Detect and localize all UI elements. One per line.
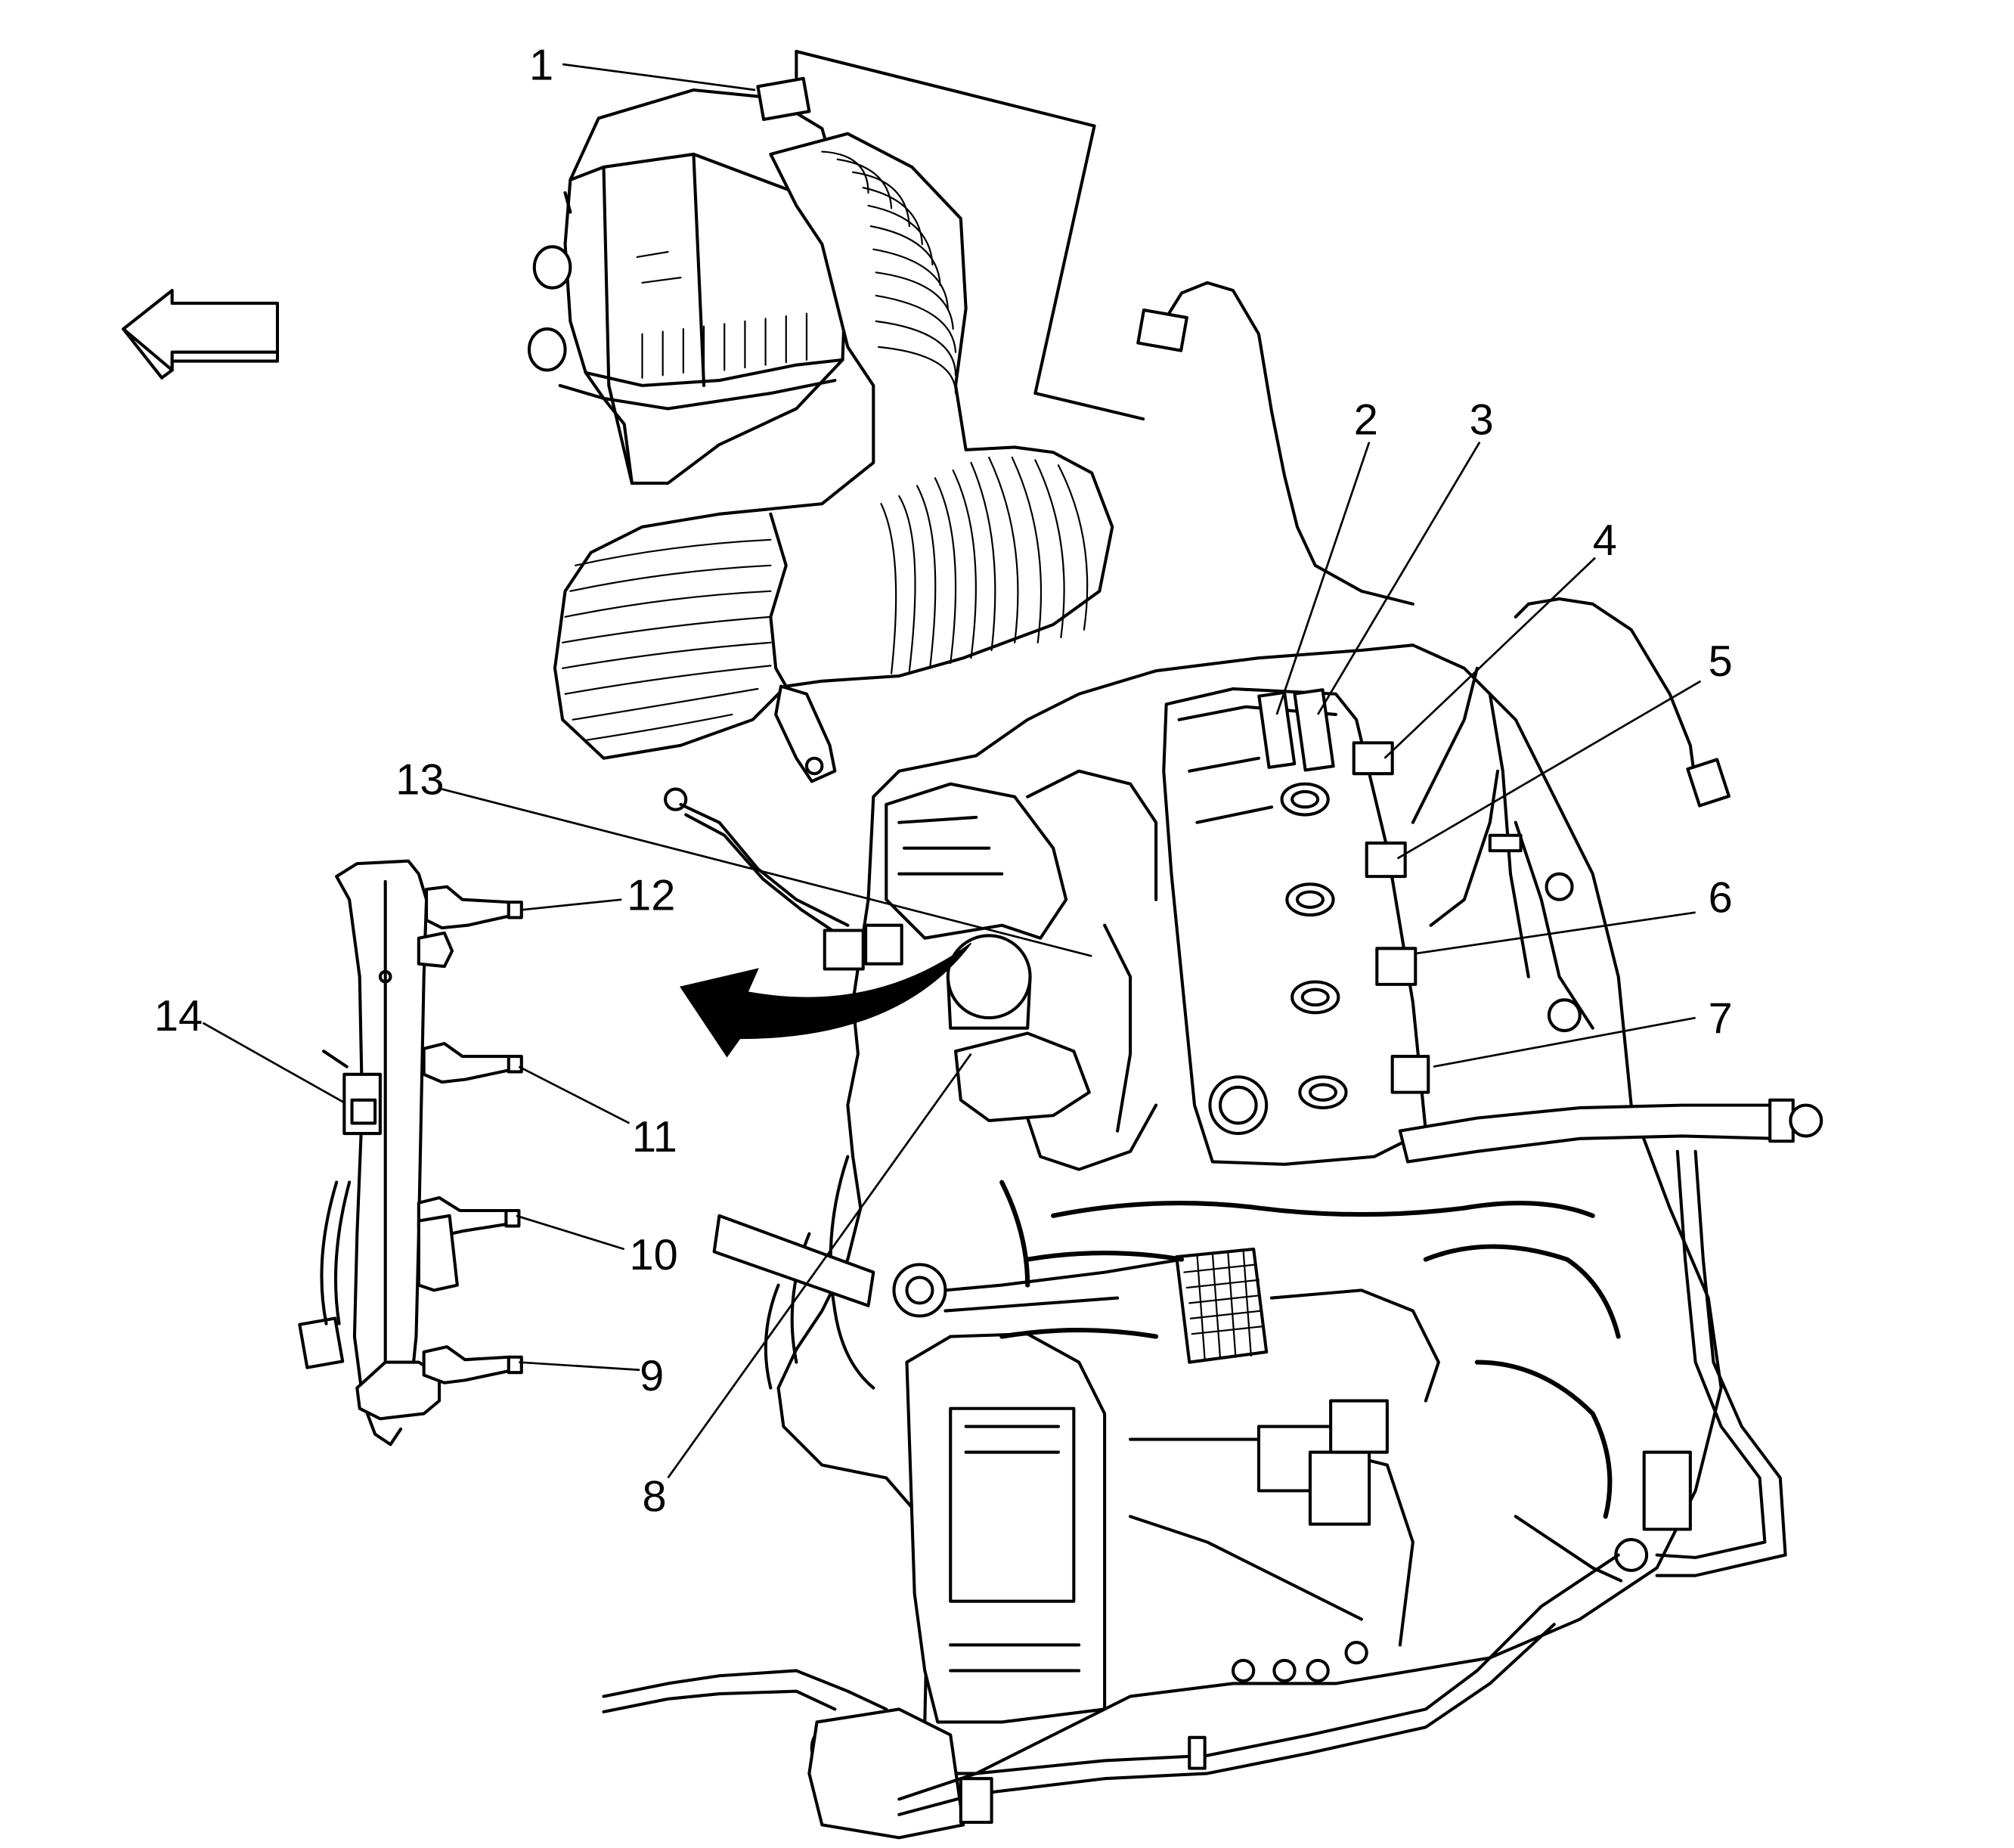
air-intake-duct — [553, 132, 1114, 783]
callout-14: 14 — [154, 992, 203, 1040]
callout-3: 3 — [1470, 395, 1494, 444]
sensor-connector-13 — [664, 787, 903, 971]
callout-13: 13 — [395, 755, 444, 804]
connector-bracket-1 — [756, 49, 1414, 606]
callout-2: 2 — [1354, 395, 1378, 444]
callout-11: 11 — [632, 1113, 677, 1161]
callout-10: 10 — [629, 1231, 677, 1279]
fuel-rail-assembly — [298, 859, 523, 1446]
callout-8: 8 — [642, 1473, 666, 1521]
callout-12: 12 — [627, 871, 675, 919]
engine-assembly — [602, 597, 1823, 1840]
removal-direction-arrow — [680, 942, 972, 1058]
air-cleaner-assembly — [527, 88, 850, 485]
leader-lines — [202, 63, 1702, 1479]
callout-labels: 1 2 3 4 5 6 7 8 9 10 11 12 13 14 — [154, 41, 1733, 1521]
callout-5: 5 — [1709, 637, 1733, 686]
front-direction-arrow — [122, 289, 280, 380]
callout-6: 6 — [1709, 874, 1733, 922]
callout-1: 1 — [529, 41, 553, 89]
callout-9: 9 — [640, 1352, 664, 1400]
callout-4: 4 — [1593, 516, 1617, 565]
callout-7: 7 — [1709, 994, 1733, 1043]
